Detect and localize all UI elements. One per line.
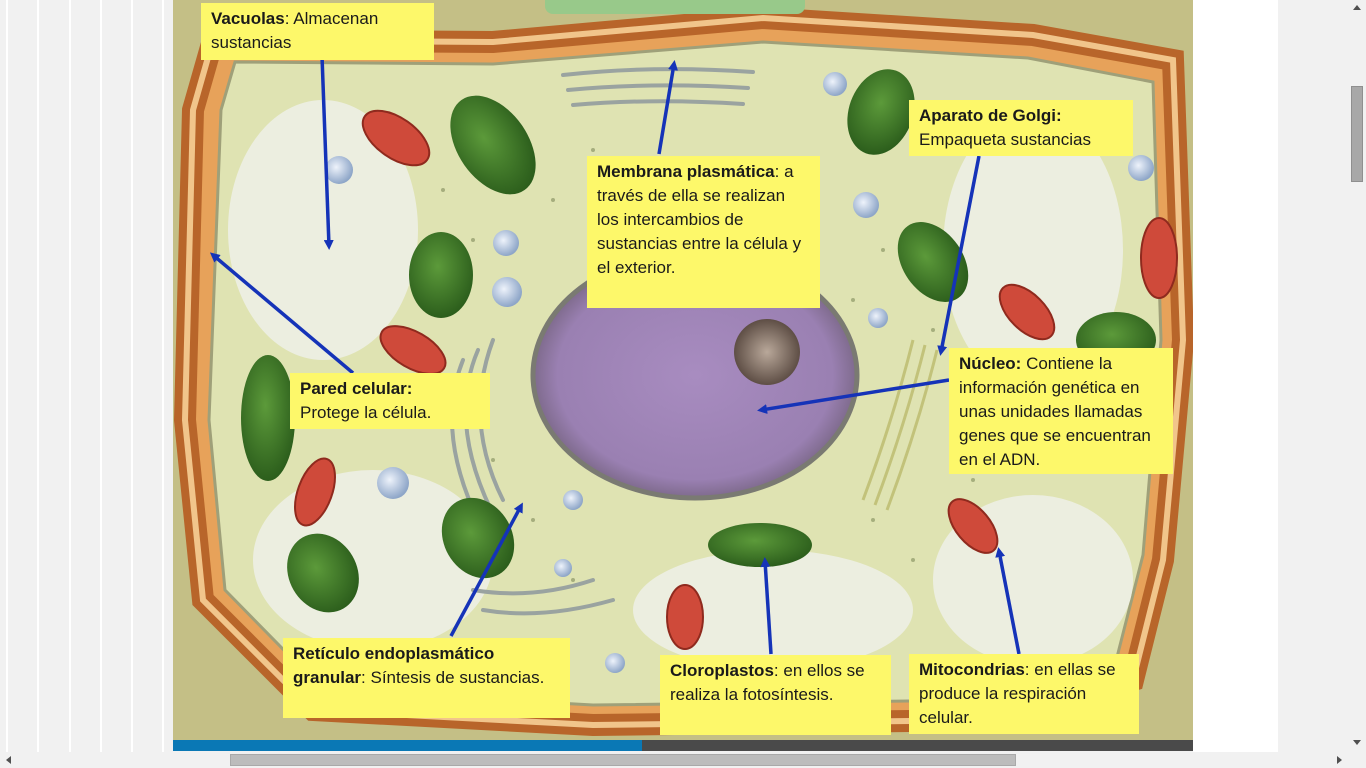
slide-plant-cell: Vacuolas: Almacenan sustancias Membrana … [173, 0, 1193, 740]
chloroplasts [241, 69, 1156, 613]
label-desc: en ellos se realiza la fotosíntesis. [670, 661, 865, 704]
label-desc: Empaqueta sustancias [919, 130, 1091, 149]
arrow-nucleo [757, 378, 950, 414]
nucleolus [734, 319, 800, 385]
vacuole [228, 100, 418, 360]
label-cloroplastos: Cloroplastos: en ellos se realiza la fot… [660, 655, 891, 735]
horizontal-scrollbar[interactable] [0, 752, 1366, 768]
scroll-down-icon[interactable] [1353, 740, 1361, 745]
arrow-membrana [657, 60, 678, 155]
divider [162, 0, 164, 752]
label-sep: : [773, 661, 779, 680]
vertical-scrollbar[interactable] [1348, 0, 1366, 752]
arrow-pared [209, 252, 355, 375]
slide-progress-bar[interactable] [173, 740, 1193, 751]
label-sep: : [774, 162, 780, 181]
label-sep: : [1024, 660, 1030, 679]
vertical-scroll-thumb[interactable] [1351, 86, 1363, 182]
label-vacuolas: Vacuolas: Almacenan sustancias [201, 3, 434, 60]
label-term: Aparato de Golgi: [919, 106, 1062, 125]
arrow-vacuolas [320, 55, 334, 250]
divider [69, 0, 71, 752]
vacuole [633, 550, 913, 670]
arrow-golgi [937, 155, 981, 356]
label-nucleo: Núcleo: Contiene la información genética… [949, 348, 1173, 474]
label-sep: : [361, 668, 366, 687]
divider [37, 0, 39, 752]
label-term: Cloroplastos [670, 661, 774, 680]
label-desc: Síntesis de sustancias. [365, 668, 545, 687]
slide-header-tab [545, 0, 805, 14]
label-term: Pared celular: [300, 379, 413, 398]
vacuole [943, 110, 1123, 390]
label-pared-celular: Pared celular: Protege la célula. [290, 373, 490, 429]
vesicles [325, 72, 1154, 673]
label-arrows [209, 55, 1021, 655]
label-desc: Protege la célula. [300, 403, 432, 422]
label-membrana-plasmatica: Membrana plasmática: a través de ella se… [587, 156, 820, 308]
label-term: Núcleo: [959, 354, 1022, 373]
label-term: Membrana plasmática [597, 162, 775, 181]
scroll-left-icon[interactable] [6, 756, 11, 764]
label-mitocondrias: Mitocondrias: en ellas se produce la res… [909, 654, 1139, 734]
page-background [1193, 0, 1278, 752]
horizontal-scroll-thumb[interactable] [230, 754, 1016, 766]
label-desc: en ellas se produce la respiración celul… [919, 660, 1116, 727]
label-term: Retículo endoplasmático granular [293, 644, 495, 687]
label-desc: Almacenan sustancias [211, 9, 379, 52]
label-sep: : [284, 9, 290, 28]
label-term: Vacuolas [211, 9, 285, 28]
scroll-right-icon[interactable] [1337, 756, 1342, 764]
label-aparato-golgi: Aparato de Golgi: Empaqueta sustancias [909, 100, 1133, 156]
divider [6, 0, 8, 752]
divider [131, 0, 133, 752]
label-desc: Contiene la información genética en unas… [959, 354, 1151, 469]
label-term: Mitocondrias [919, 660, 1025, 679]
mitochondria [294, 109, 1178, 650]
left-margin [0, 0, 173, 752]
arrow-reticulo [449, 502, 523, 637]
arrow-mitocondrias [995, 547, 1021, 655]
progress-fill [173, 740, 643, 751]
right-margin [1278, 0, 1348, 752]
divider [100, 0, 102, 752]
arrow-cloroplastos [760, 557, 773, 655]
scroll-up-icon[interactable] [1353, 5, 1361, 10]
label-reticulo-endoplasmatico: Retículo endoplasmático granular: Síntes… [283, 638, 570, 718]
label-desc: a través de ella se realizan los interca… [597, 162, 802, 277]
